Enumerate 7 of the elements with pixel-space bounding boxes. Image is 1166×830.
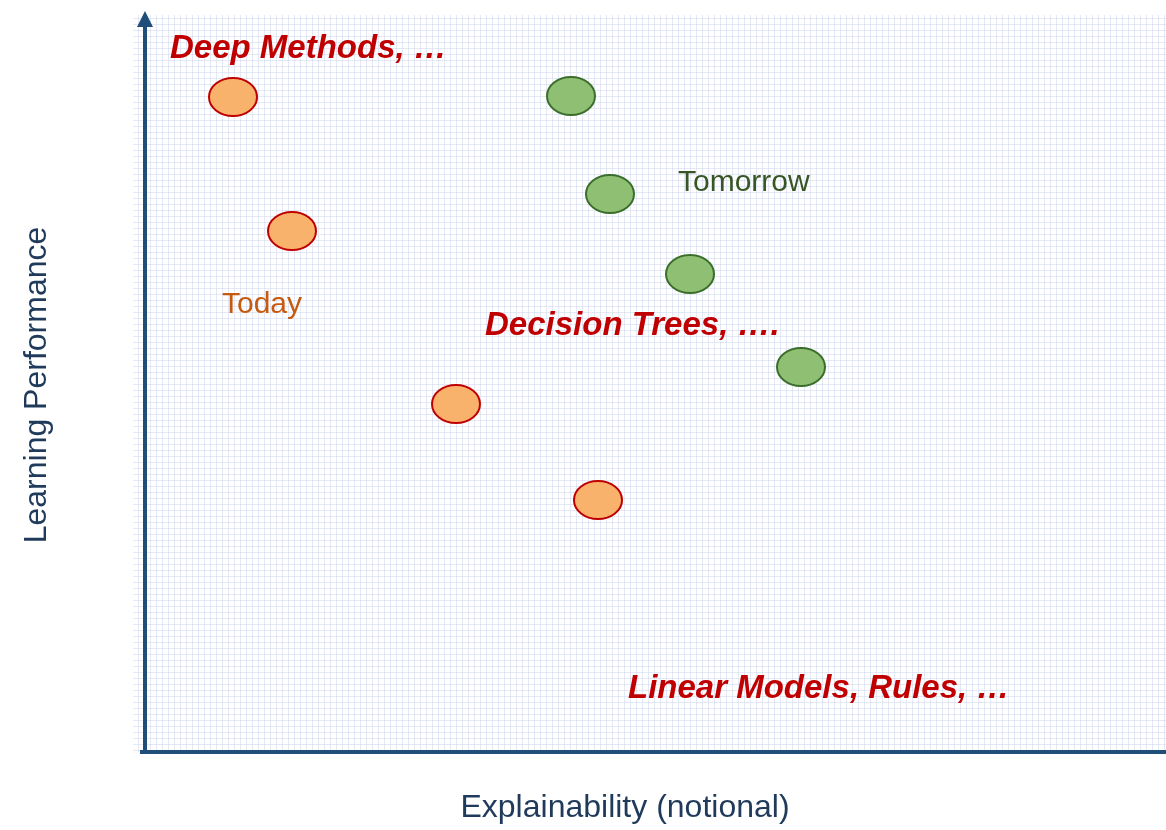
- annotation-label: Linear Models, Rules, …: [628, 668, 1010, 706]
- axis-title: Explainability (notional): [460, 787, 790, 825]
- annotation-label: Today: [222, 286, 303, 321]
- annotation-label: Deep Methods, …: [170, 28, 447, 66]
- annotation-label: Tomorrow: [678, 164, 810, 199]
- axis-title: Learning Performance: [16, 226, 54, 544]
- annotation-label: Decision Trees, ….: [485, 305, 780, 343]
